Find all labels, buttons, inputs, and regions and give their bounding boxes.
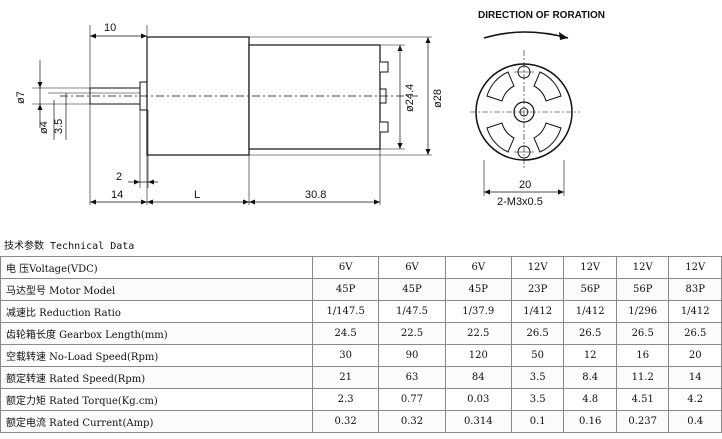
window-top-right xyxy=(533,71,562,102)
rotation-direction-arrow-icon xyxy=(483,31,569,39)
table-cell: 0.03 xyxy=(444,388,512,411)
table-cell: 1/412 xyxy=(510,300,565,323)
terminal-bottom xyxy=(380,121,389,133)
dim-10-label: 10 xyxy=(104,22,116,34)
dim-30-8-label: 30.8 xyxy=(305,189,326,201)
table-cell: 0.1 xyxy=(510,410,565,433)
table-cell: 45P xyxy=(378,278,446,301)
row-label: 额定力矩 Rated Torque(Kg.cm) xyxy=(0,388,313,411)
table-cell: 8.4 xyxy=(563,366,617,389)
table-cell: 0.4 xyxy=(668,410,722,433)
table-cell: 45P xyxy=(444,278,512,301)
motor-technical-drawing: 10 14 L 30.8 2 ø7 ø4 3.5 ø24.4 ø28 DIREC xyxy=(15,10,605,208)
technical-data-caption: 技术参数 Technical Data xyxy=(4,241,135,252)
table-cell: 4.51 xyxy=(615,388,670,411)
window-bottom-left xyxy=(486,122,515,153)
table-cell: 12V xyxy=(510,256,565,279)
table-cell: 90 xyxy=(378,344,446,367)
dim-2-label: 2 xyxy=(116,171,122,183)
table-cell: 1/412 xyxy=(563,300,617,323)
table-cell: 1/147.5 xyxy=(311,300,380,323)
table-cell: 11.2 xyxy=(615,366,670,389)
table-cell: 26.5 xyxy=(668,322,722,345)
motor-can xyxy=(248,44,381,150)
row-label: 额定转速 Rated Speed(Rpm) xyxy=(0,366,313,389)
side-view xyxy=(32,25,432,205)
row-label: 空载转速 No-Load Speed(Rpm) xyxy=(0,344,313,367)
table-cell: 4.2 xyxy=(668,388,722,411)
dim-20-label: 20 xyxy=(519,179,531,191)
table-cell: 45P xyxy=(311,278,380,301)
terminal-top xyxy=(380,61,389,73)
table-cell: 12V xyxy=(563,256,617,279)
table-cell: 21 xyxy=(311,366,380,389)
table-cell: 3.5 xyxy=(510,388,565,411)
table-cell: 14 xyxy=(668,366,722,389)
dim-14-label: 14 xyxy=(111,189,123,201)
table-cell: 24.5 xyxy=(311,322,380,345)
table-cell: 1/37.9 xyxy=(444,300,512,323)
table-cell: 4.8 xyxy=(563,388,617,411)
table-cell: 26.5 xyxy=(510,322,565,345)
table-cell: 1/296 xyxy=(615,300,670,323)
table-cell: 6V xyxy=(311,256,380,279)
table-cell: 63 xyxy=(378,366,446,389)
table-cell: 26.5 xyxy=(615,322,670,345)
dim-diameter-24-4-label: ø24.4 xyxy=(404,84,416,112)
table-cell: 1/47.5 xyxy=(378,300,446,323)
row-label: 齿轮箱长度 Gearbox Length(mm) xyxy=(0,322,313,345)
table-cell: 83P xyxy=(668,278,722,301)
dim-diameter-7-label: ø7 xyxy=(15,91,27,104)
table-cell: 2.3 xyxy=(311,388,380,411)
table-cell: 0.237 xyxy=(615,410,670,433)
table-cell: 3.5 xyxy=(510,366,565,389)
table-cell: 0.77 xyxy=(378,388,446,411)
dim-diameter-28-label: ø28 xyxy=(432,89,444,108)
dim-m3-label: 2-M3x0.5 xyxy=(497,196,543,208)
table-cell: 6V xyxy=(378,256,446,279)
table-cell: 84 xyxy=(444,366,512,389)
table-cell: 0.32 xyxy=(378,410,446,433)
table-cell: 22.5 xyxy=(444,322,512,345)
table-cell: 22.5 xyxy=(378,322,446,345)
table-cell: 26.5 xyxy=(563,322,617,345)
table-cell: 1/412 xyxy=(668,300,722,323)
dim-L-label: L xyxy=(194,189,200,201)
table-cell: 56P xyxy=(615,278,670,301)
dim-3-5-label: 3.5 xyxy=(53,119,65,134)
table-cell: 12V xyxy=(668,256,722,279)
table-cell: 50 xyxy=(510,344,565,367)
table-cell: 16 xyxy=(615,344,670,367)
table-cell: 30 xyxy=(311,344,380,367)
table-cell: 120 xyxy=(444,344,512,367)
window-bottom-right xyxy=(533,122,562,153)
table-cell: 23P xyxy=(510,278,565,301)
row-label: 马达型号 Motor Model xyxy=(0,278,313,301)
table-cell: 56P xyxy=(563,278,617,301)
table-cell: 0.314 xyxy=(444,410,512,433)
dim-diameter-4-label: ø4 xyxy=(38,121,50,134)
table-cell: 12V xyxy=(615,256,670,279)
window-top-left xyxy=(486,71,515,102)
table-cell: 0.32 xyxy=(311,410,380,433)
table-cell: 20 xyxy=(668,344,722,367)
table-cell: 12 xyxy=(563,344,617,367)
row-label: 额定电流 Rated Current(Amp) xyxy=(0,410,313,433)
row-label: 电 压Voltage(VDC) xyxy=(0,256,313,279)
table-cell: 0.16 xyxy=(563,410,617,433)
row-label: 减速比 Reduction Ratio xyxy=(0,300,313,323)
end-view xyxy=(470,31,580,196)
table-cell: 6V xyxy=(444,256,512,279)
rotation-direction-title: DIRECTION OF RORATION xyxy=(478,10,605,21)
